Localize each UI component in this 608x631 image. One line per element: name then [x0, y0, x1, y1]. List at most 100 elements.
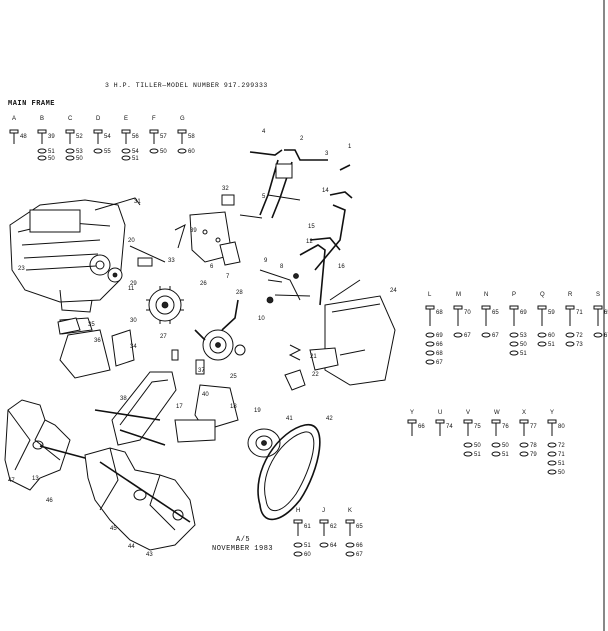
callout-33: 33: [168, 258, 175, 264]
hardware-letter: C: [68, 116, 73, 122]
part-number: 66: [356, 543, 363, 549]
bolt-head: [9, 129, 19, 134]
bolt-head: [293, 519, 303, 524]
callout-34: 34: [130, 344, 137, 350]
part-number: 54: [104, 134, 111, 140]
part-number: 55: [104, 149, 111, 155]
part-number: 76: [502, 424, 509, 430]
part-number: 60: [188, 149, 195, 155]
washer: [425, 332, 435, 338]
washer: [519, 451, 529, 457]
bolt-head: [149, 129, 159, 134]
part-number: 72: [576, 333, 583, 339]
part-number: 78: [530, 443, 537, 449]
callout-43: 43: [146, 552, 153, 558]
bolt-head: [537, 305, 547, 310]
part-number: 50: [160, 149, 167, 155]
bolt-head: [177, 129, 187, 134]
washer: [547, 442, 557, 448]
part-number: 56: [132, 134, 139, 140]
washer: [519, 442, 529, 448]
washer: [593, 332, 603, 338]
hardware-letter: S: [596, 292, 600, 298]
part-number: 77: [530, 424, 537, 430]
hardware-letter: J: [322, 508, 325, 514]
hardware-column-m: M 70 67: [453, 292, 471, 339]
callout-32: 32: [222, 186, 229, 192]
diagram-title: 3 H.P. TILLER—MODEL NUMBER 917.299333: [105, 82, 268, 89]
gear-drawings: [107, 267, 246, 361]
part-number: 65: [492, 310, 499, 316]
bolt-head: [565, 305, 575, 310]
washer: [509, 332, 519, 338]
callout-14: 14: [322, 188, 329, 194]
callout-28: 28: [236, 290, 243, 296]
part-number: 73: [576, 342, 583, 348]
washer: [425, 341, 435, 347]
callout-12: 12: [306, 239, 313, 245]
part-number: 50: [502, 443, 509, 449]
part-number: 50: [520, 342, 527, 348]
washer: [453, 332, 463, 338]
callout-4: 4: [262, 129, 266, 135]
hardware-letter: Y: [550, 410, 554, 416]
washer: [537, 341, 547, 347]
callout-35: 35: [88, 322, 95, 328]
washer: [547, 460, 557, 466]
part-number: 57: [160, 134, 167, 140]
hardware-letter: N: [484, 292, 488, 298]
part-number: 67: [464, 333, 471, 339]
hardware-letter: F: [152, 116, 156, 122]
bolt-head: [425, 305, 435, 310]
part-number: 51: [558, 461, 565, 467]
hardware-letter: Y: [410, 410, 414, 416]
washer: [293, 551, 303, 557]
washer: [509, 341, 519, 347]
part-number: 52: [76, 134, 83, 140]
part-number: 54: [132, 149, 139, 155]
bolt-head: [481, 305, 491, 310]
belt-guard-drawing: [324, 295, 396, 386]
callout-19: 19: [254, 408, 261, 414]
callout-7: 7: [226, 274, 230, 280]
bolt-head: [93, 129, 103, 134]
part-number: 60: [304, 552, 311, 558]
callout-30: 30: [130, 318, 137, 324]
handlebar-drawing: [239, 149, 353, 271]
washer: [345, 551, 355, 557]
washer: [509, 350, 519, 356]
washer: [463, 442, 473, 448]
callout-1: 1: [348, 144, 352, 150]
part-number: 51: [132, 156, 139, 162]
hardware-letter: M: [456, 292, 461, 298]
part-number: 65: [356, 524, 363, 530]
part-number: 39: [48, 134, 55, 140]
callout-22: 22: [312, 372, 319, 378]
bolt-head: [453, 305, 463, 310]
hardware-letter: E: [124, 116, 128, 122]
callout-16: 16: [338, 264, 345, 270]
hardware-column-y: Y66: [407, 410, 425, 436]
part-number: 51: [520, 351, 527, 357]
depth-bar-drawing: [57, 245, 166, 335]
callout-41: 41: [286, 416, 293, 422]
part-number: 53: [520, 333, 527, 339]
washer: [37, 148, 47, 154]
part-number: 71: [576, 310, 583, 316]
tine-left-drawing: [4, 399, 101, 491]
washer: [149, 148, 159, 154]
part-number: 50: [48, 156, 55, 162]
callout-11: 11: [128, 286, 135, 292]
part-number: 67: [436, 360, 443, 366]
bolt-head: [593, 305, 603, 310]
part-number: 70: [464, 310, 471, 316]
section-heading: MAIN FRAME: [8, 100, 56, 108]
